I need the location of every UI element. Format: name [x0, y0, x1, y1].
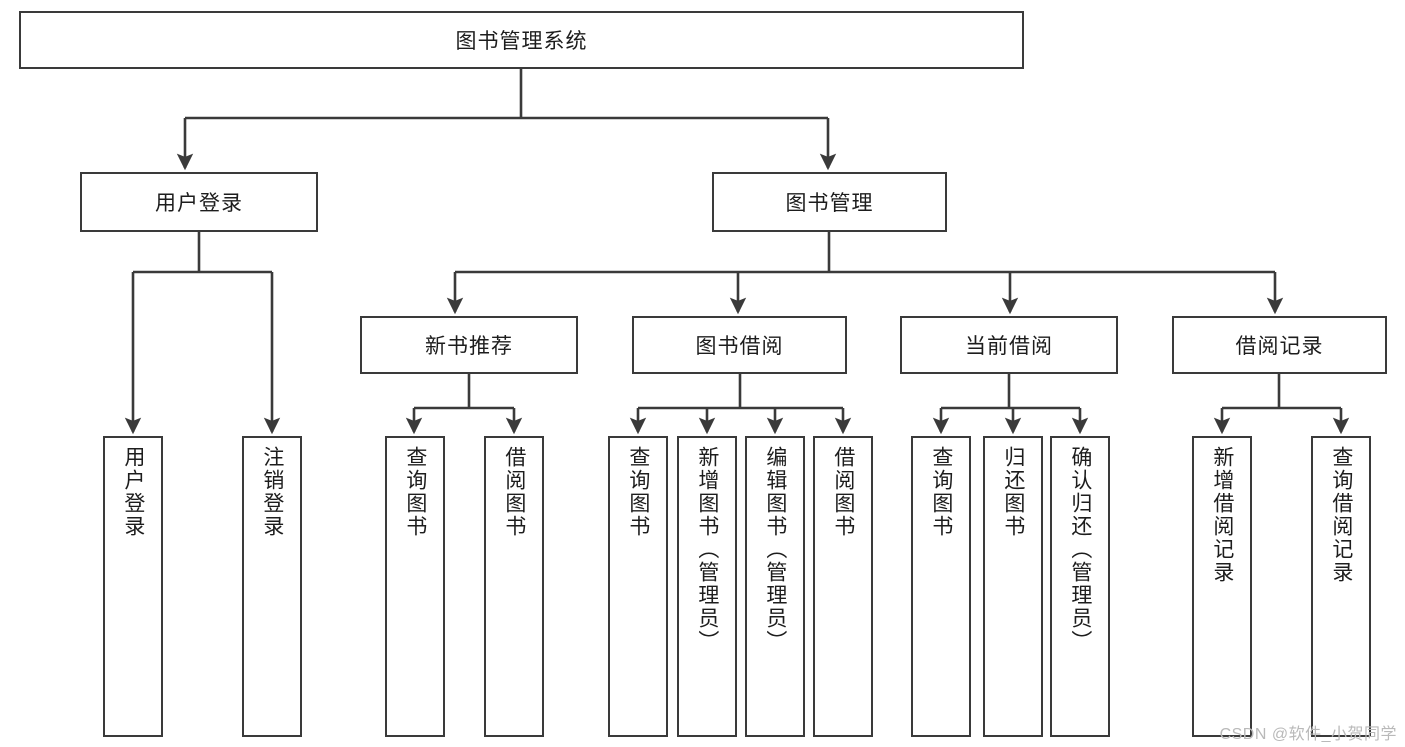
csdn-watermark: CSDN @软件_小贺同学 [1219, 726, 1397, 743]
leaf-query-borrow-record-label: 查询借阅记录 [1329, 446, 1353, 584]
leaf-add-book-label: 新增图书（管理员） [695, 446, 719, 653]
node-current-borrow-label: 当前借阅 [965, 335, 1053, 358]
leaf-borrow-book[interactable]: 借阅图书 [813, 436, 873, 737]
node-new-book-recommend[interactable]: 新书推荐 [360, 316, 578, 374]
node-book-borrow-label: 图书借阅 [695, 335, 784, 358]
leaf-user-login-label: 用户登录 [121, 446, 145, 538]
node-new-book-recommend-label: 新书推荐 [425, 335, 513, 358]
leaf-logout-label: 注销登录 [260, 446, 284, 538]
node-book-manage[interactable]: 图书管理 [712, 172, 947, 232]
leaf-query-book-current-label: 查询图书 [929, 446, 953, 538]
leaf-add-borrow-record-label: 新增借阅记录 [1210, 446, 1234, 584]
leaf-borrow-book-recommend[interactable]: 借阅图书 [484, 436, 544, 737]
node-root[interactable]: 图书管理系统 [19, 11, 1024, 69]
node-borrow-record[interactable]: 借阅记录 [1172, 316, 1387, 374]
leaf-return-book-label: 归还图书 [1001, 446, 1025, 538]
node-book-manage-label: 图书管理 [785, 192, 874, 215]
leaf-borrow-book-label: 借阅图书 [831, 446, 855, 538]
leaf-query-book-recommend[interactable]: 查询图书 [385, 436, 445, 737]
leaf-add-borrow-record[interactable]: 新增借阅记录 [1192, 436, 1252, 737]
node-user-login-label: 用户登录 [155, 192, 243, 215]
leaf-add-book[interactable]: 新增图书（管理员） [677, 436, 737, 737]
leaf-query-book-recommend-label: 查询图书 [403, 446, 427, 538]
node-root-label: 图书管理系统 [455, 30, 588, 53]
leaf-confirm-return-label: 确认归还（管理员） [1068, 446, 1092, 653]
node-user-login[interactable]: 用户登录 [80, 172, 318, 232]
leaf-edit-book[interactable]: 编辑图书（管理员） [745, 436, 805, 737]
leaf-user-login[interactable]: 用户登录 [103, 436, 163, 737]
node-borrow-record-label: 借阅记录 [1235, 335, 1324, 358]
leaf-borrow-book-recommend-label: 借阅图书 [502, 446, 526, 538]
leaf-query-borrow-record[interactable]: 查询借阅记录 [1311, 436, 1371, 737]
leaf-logout[interactable]: 注销登录 [242, 436, 302, 737]
node-current-borrow[interactable]: 当前借阅 [900, 316, 1118, 374]
leaf-edit-book-label: 编辑图书（管理员） [763, 446, 787, 653]
leaf-query-book-borrow-label: 查询图书 [626, 446, 650, 538]
leaf-query-book-current[interactable]: 查询图书 [911, 436, 971, 737]
leaf-query-book-borrow[interactable]: 查询图书 [608, 436, 668, 737]
leaf-confirm-return[interactable]: 确认归还（管理员） [1050, 436, 1110, 737]
node-book-borrow[interactable]: 图书借阅 [632, 316, 847, 374]
leaf-return-book[interactable]: 归还图书 [983, 436, 1043, 737]
